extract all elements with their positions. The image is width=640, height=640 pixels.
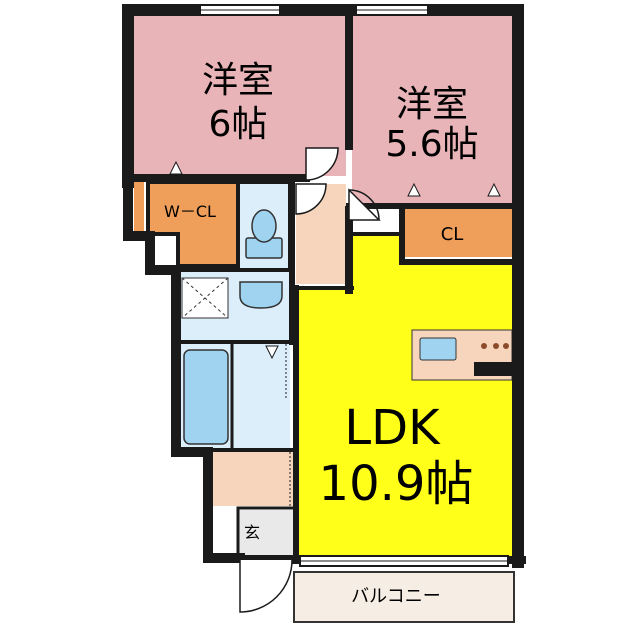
entrance-label: 玄 [244,523,260,542]
hallway-lower [212,452,296,506]
bedroom-2 [352,16,512,204]
walls [122,4,526,568]
balcony-label: バルコニー [351,586,441,607]
kitchen-sink-icon [419,337,457,361]
entrance [238,510,294,556]
walk-in-closet [150,184,236,264]
door-swings [239,147,381,613]
windows [199,4,509,567]
sliding-door [285,344,291,506]
bathtub-icon [183,349,229,445]
bedroom-2-name: 洋室 [396,84,468,125]
stove-icon [481,343,509,349]
bedroom-1-size: 6帖 [209,104,268,145]
ldk-size: 10.9帖 [319,456,474,512]
toilet-icon [245,209,283,259]
washer-pan-icon [181,277,229,319]
closet-label: CL [441,224,464,245]
ldk-name: LDK [344,400,441,456]
closet-small-strip [134,182,144,232]
closet [404,205,512,257]
walk-in-closet-label: W－CL [164,202,216,221]
door-markers [169,160,501,360]
washbasin-icon [239,281,283,309]
bedroom-1-name: 洋室 [202,60,274,101]
ldk [296,234,512,556]
balcony [293,571,515,623]
bedroom-2-size: 5.6帖 [385,124,478,165]
refrigerator-space [474,362,514,376]
